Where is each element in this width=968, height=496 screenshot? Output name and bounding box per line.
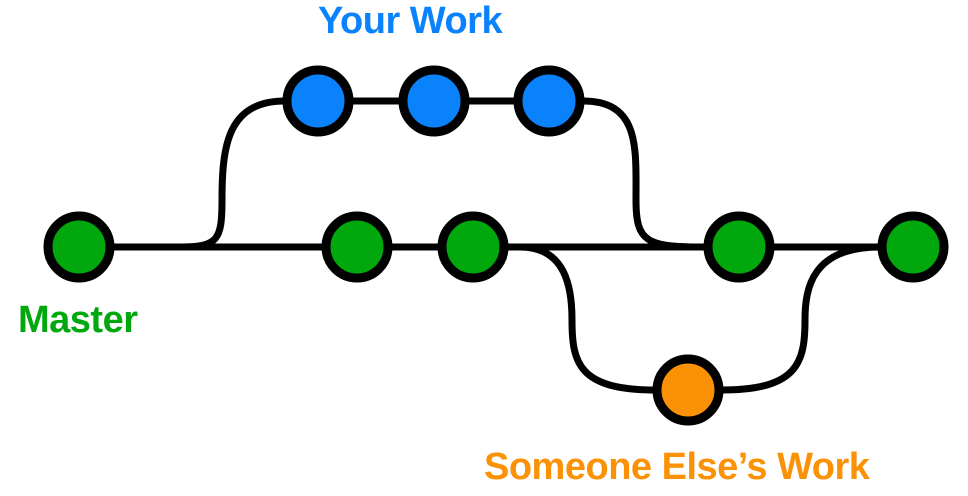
someone-else-merge-curve: [718, 243, 884, 394]
master-commit-5[interactable]: [877, 211, 949, 283]
branch-label-your-work: Your Work: [318, 0, 503, 42]
nodes-layer: [43, 65, 949, 426]
master-commit-2[interactable]: [321, 211, 393, 283]
branch-label-master: Master: [18, 299, 138, 341]
your-work-merge-curve: [579, 97, 708, 251]
your-work-commit-3[interactable]: [513, 65, 585, 137]
your-work-branch-out-curve: [176, 97, 289, 251]
master-commit-3[interactable]: [437, 211, 509, 283]
master-merge-commit[interactable]: [703, 211, 775, 283]
someone-else-commit-1[interactable]: [652, 354, 724, 426]
someone-else-branch-out-curve: [516, 243, 659, 394]
branch-label-someone-else-work: Someone Else’s Work: [484, 446, 870, 488]
your-work-commit-2[interactable]: [398, 65, 470, 137]
your-work-commit-1[interactable]: [282, 65, 354, 137]
master-commit-1[interactable]: [43, 211, 115, 283]
